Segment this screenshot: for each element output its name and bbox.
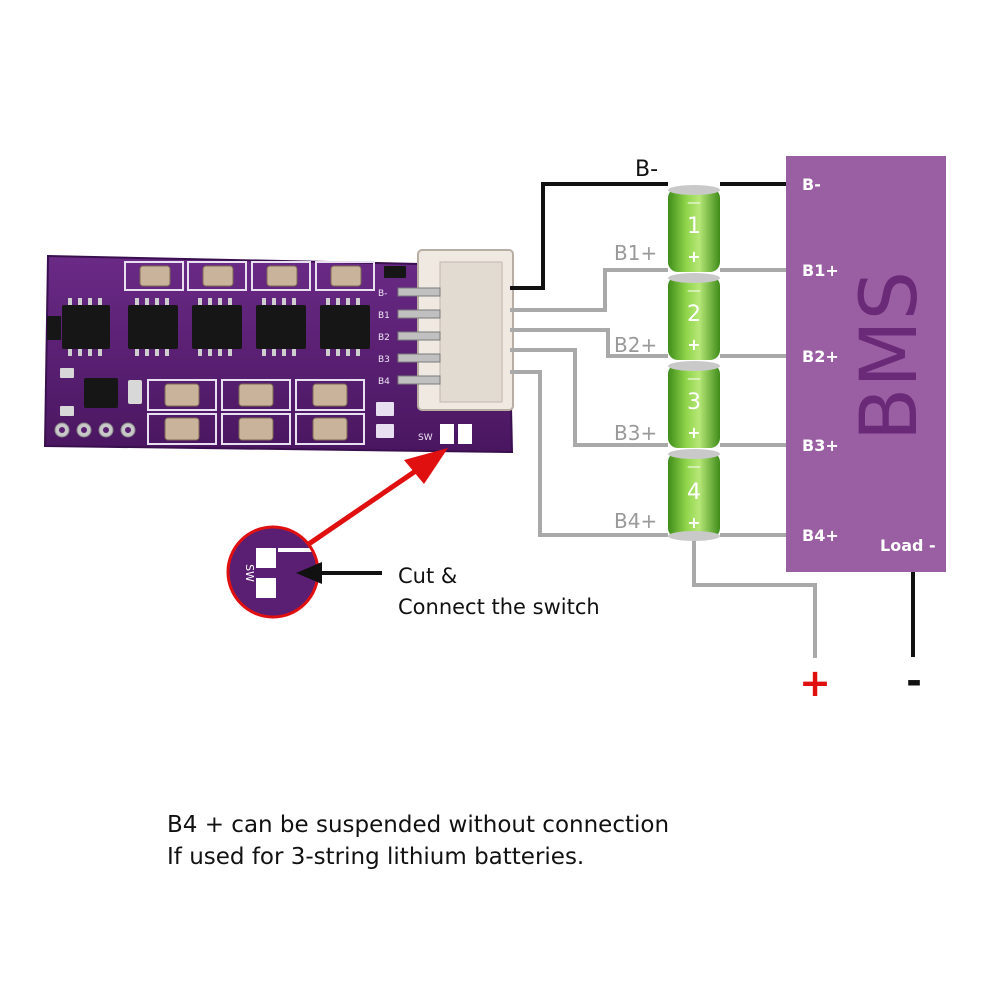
- cell-label: 1: [687, 214, 701, 239]
- bms-terminal: B-: [802, 175, 821, 194]
- cell-minus: —: [687, 283, 701, 299]
- cell-label: 2: [687, 302, 701, 327]
- wire-label: B1+: [614, 241, 657, 265]
- pcb-pin-label: B3: [378, 355, 390, 365]
- pcb-pin-label: B4: [378, 377, 390, 387]
- cell-minus: —: [687, 459, 701, 475]
- bms-terminal: B4+: [802, 526, 839, 545]
- pcb-components: [124, 261, 375, 445]
- switch-pads: [440, 424, 472, 444]
- note-line-1: B4 + can be suspended without connection: [167, 812, 670, 838]
- bms-terminal: B1+: [802, 261, 839, 280]
- load-minus-symbol: -: [906, 659, 922, 703]
- note-line-2: If used for 3-string lithium batteries.: [167, 844, 585, 870]
- bms-body: [786, 156, 946, 572]
- battery-cell-1: [668, 185, 720, 272]
- wire-b1: [510, 268, 668, 312]
- cell-plus: +: [687, 335, 700, 354]
- cell-plus: +: [687, 247, 700, 266]
- callout-text-line1: Cut &: [398, 564, 457, 588]
- wire-label: B4+: [614, 509, 657, 533]
- wire-label-b-minus: B-: [635, 157, 658, 182]
- cell-minus: —: [687, 371, 701, 387]
- cell-plus: +: [687, 423, 700, 442]
- cell-label: 4: [687, 480, 701, 505]
- wire-b2: [510, 328, 668, 358]
- balance-connector: [397, 249, 514, 411]
- bms-terminal: B3+: [802, 436, 839, 455]
- bms-block: BMS B- B1+ B2+ B3+ B4+ Load -: [786, 156, 946, 572]
- callout-arrow-head: [404, 448, 448, 484]
- pcb-switch-label: SW: [418, 433, 433, 443]
- battery-cell-4: [668, 449, 720, 541]
- callout-text-line2: Connect the switch: [398, 595, 600, 619]
- cell-label: 3: [687, 390, 701, 415]
- pcb-pin-label: B2: [378, 333, 390, 343]
- ic-chips: [47, 266, 406, 416]
- switch-callout: SW Cut & Connect the switch: [226, 448, 600, 619]
- battery-cell-3: [668, 361, 720, 448]
- pcb-pin-label: B1: [378, 311, 390, 321]
- bms-load-label: Load -: [880, 536, 936, 555]
- wire-b3: [510, 348, 668, 447]
- bms-title: BMS: [845, 271, 935, 441]
- callout-arrow-line: [298, 465, 422, 553]
- zoom-label: SW: [243, 564, 256, 582]
- pcb-pin-label: B-: [378, 289, 387, 299]
- bms-terminal: B2+: [802, 347, 839, 366]
- balance-board: B- B1 B2 B3 B4 SW: [43, 249, 514, 454]
- battery-cell-2: [668, 273, 720, 360]
- wire-b-minus: [510, 182, 668, 290]
- wire-label: B3+: [614, 421, 657, 445]
- wire-b4: [510, 370, 668, 537]
- callout-pointer-head: [296, 562, 322, 584]
- cell-plus: +: [687, 513, 700, 532]
- battery-stack: 1 2 3 4 — — — — + + + +: [668, 185, 720, 541]
- pack-plus-symbol: +: [799, 661, 831, 705]
- wire-pack-plus: [692, 538, 817, 658]
- wires: [510, 182, 915, 658]
- cell-minus: —: [687, 195, 701, 211]
- wire-label: B2+: [614, 333, 657, 357]
- zoom-circle: SW: [226, 525, 320, 619]
